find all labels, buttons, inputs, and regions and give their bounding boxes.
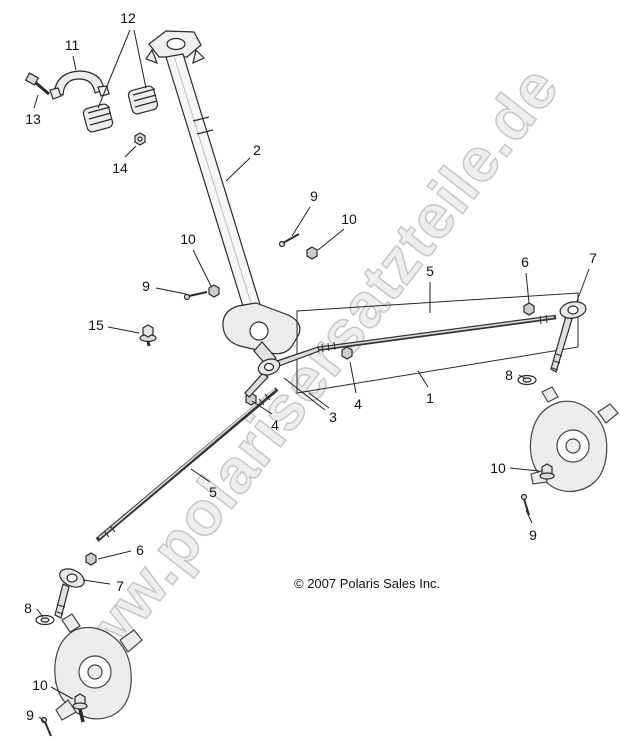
leader-line (525, 272, 530, 304)
leader-line (155, 287, 187, 295)
clamp-half-left (82, 103, 114, 133)
nut-10-top (306, 246, 318, 260)
leader-line (97, 29, 131, 109)
watermark: www.polarisersatzteile.de (36, 53, 573, 713)
callout-3: 3 (329, 409, 337, 425)
clamp-bolt-13 (24, 72, 50, 96)
callout-4: 4 (354, 396, 362, 412)
leader-line (107, 326, 140, 334)
callout-6: 6 (136, 542, 144, 558)
leader-line (518, 374, 527, 380)
callout-14: 14 (112, 160, 128, 176)
left-steering-knuckle (54, 613, 143, 721)
leader-line (33, 94, 39, 109)
leader-line (82, 579, 111, 585)
clamp-nut-14 (134, 132, 146, 146)
washer-8-right (517, 374, 537, 386)
tie-rod-end-left (54, 568, 85, 619)
leader-line (192, 249, 212, 287)
leader-line (509, 467, 540, 472)
leader-line (190, 468, 211, 483)
screw-9-bottom-left (40, 716, 52, 737)
leader-line (225, 157, 251, 182)
tie-rod-left (95, 387, 279, 542)
callout-11: 11 (65, 37, 80, 53)
callout-10: 10 (341, 211, 357, 227)
screw-9-top (278, 233, 300, 248)
flange-bolt-10-left (72, 693, 88, 723)
screw-9-right (520, 493, 530, 516)
tie-rod-end-center (244, 346, 320, 398)
callout-8: 8 (24, 600, 32, 616)
callout-9: 9 (26, 707, 34, 723)
callout-9: 9 (142, 278, 150, 294)
callout-7: 7 (589, 250, 597, 266)
leader-line (308, 392, 330, 409)
jam-nut-6-left (85, 552, 97, 566)
callout-9: 9 (529, 527, 537, 543)
callout-5: 5 (426, 263, 434, 279)
callout-2: 2 (253, 142, 261, 158)
callout-8: 8 (505, 367, 513, 383)
assembly-box-1 (296, 292, 579, 394)
leader-line (38, 716, 47, 724)
leader-line (525, 509, 533, 524)
leader-line (417, 370, 429, 388)
callout-5: 5 (209, 484, 217, 500)
leader-line (291, 206, 311, 237)
watermark-text: www.polarisersatzteile.de (37, 54, 573, 713)
callout-12: 12 (120, 10, 136, 26)
callout-15: 15 (88, 317, 104, 333)
callout-7: 7 (116, 578, 124, 594)
callout-13: 13 (25, 111, 41, 127)
callout-4: 4 (271, 417, 279, 433)
leader-line (251, 400, 273, 415)
callout-1: 1 (426, 390, 434, 406)
callout-10: 10 (180, 231, 196, 247)
leader-line (124, 145, 137, 158)
screw-9-mid (183, 291, 208, 301)
clamp-half-right (127, 85, 159, 115)
washer-8-left (35, 614, 55, 626)
parts (24, 30, 619, 737)
jam-nut-6-right (523, 302, 535, 316)
callout-10: 10 (32, 677, 48, 693)
callout-6: 6 (521, 254, 529, 270)
tie-rod-right (316, 314, 557, 353)
tie-rod-end-right (550, 301, 587, 373)
leader-line (349, 361, 357, 394)
column-top-bracket (145, 30, 206, 65)
leader-line (576, 268, 590, 302)
copyright: © 2007 Polaris Sales Inc. (294, 576, 441, 591)
flange-bolt-15 (139, 324, 157, 347)
steering-column-shaft (165, 53, 263, 317)
callout-10: 10 (490, 460, 506, 476)
jam-nut-4-right (341, 346, 353, 360)
flange-bolt-10-right (539, 463, 555, 480)
nut-10-mid (208, 284, 220, 298)
column-clamp (49, 70, 110, 100)
leader-line (283, 377, 326, 411)
callout-9: 9 (310, 188, 318, 204)
leader-line (72, 55, 77, 71)
leader-line (36, 608, 44, 618)
leader-line (317, 228, 345, 251)
leader-line (97, 550, 132, 560)
leader-line (133, 29, 147, 89)
leader-line (50, 686, 74, 700)
